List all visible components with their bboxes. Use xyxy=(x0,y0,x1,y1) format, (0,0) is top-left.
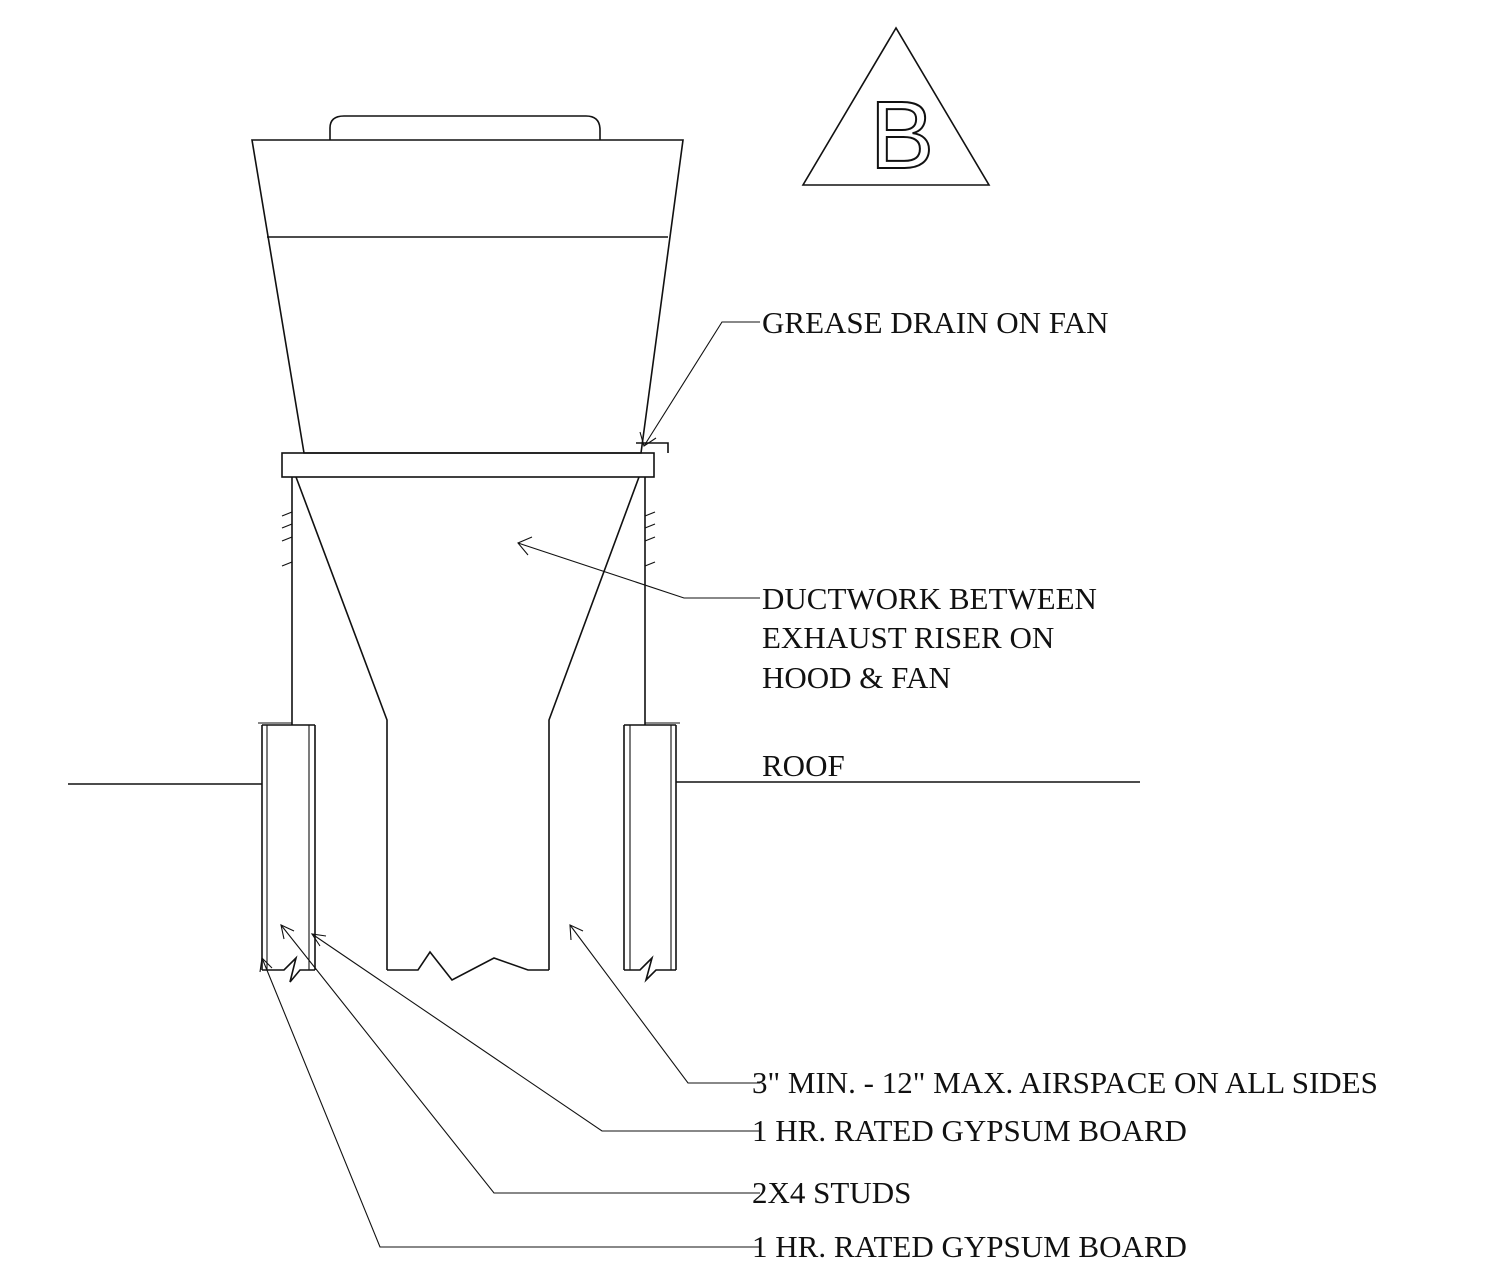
leader-airspace xyxy=(569,924,760,1084)
leader-studs xyxy=(280,924,760,1194)
duct-break-line xyxy=(387,950,549,982)
duct-transition-right xyxy=(548,476,640,970)
exhaust-duct xyxy=(295,476,640,982)
label-ductwork-line2: EXHAUST RISER ON xyxy=(762,620,1054,655)
label-gypsum-inner: 1 HR. RATED GYPSUM BOARD xyxy=(752,1113,1187,1148)
label-airspace: 3" MIN. - 12" MAX. AIRSPACE ON ALL SIDES xyxy=(752,1065,1378,1100)
curb-left-break-marks xyxy=(281,511,293,567)
duct-transition-left xyxy=(295,476,388,970)
label-studs: 2X4 STUDS xyxy=(752,1175,911,1210)
leader-gypsum-inner xyxy=(310,933,760,1132)
roof-line xyxy=(68,781,1140,785)
right-wall-break xyxy=(624,955,676,983)
curb-right-break-marks xyxy=(644,511,656,567)
detail-tag: B xyxy=(801,26,991,190)
right-shaft-wall xyxy=(623,724,677,983)
leader-grease-drain xyxy=(639,321,760,447)
left-wall-break xyxy=(262,955,315,983)
grease-drain-spout xyxy=(636,442,669,453)
fan-housing xyxy=(251,139,684,454)
detail-tag-letter: B xyxy=(870,82,934,189)
label-roof: ROOF xyxy=(762,748,845,783)
left-shaft-wall xyxy=(261,724,316,983)
fan-cap xyxy=(329,115,601,140)
leader-ductwork xyxy=(517,536,760,599)
label-ductwork-line1: DUCTWORK BETWEEN xyxy=(762,581,1097,616)
label-ductwork-line3: HOOD & FAN xyxy=(762,660,951,695)
label-gypsum-outer: 1 HR. RATED GYPSUM BOARD xyxy=(752,1229,1187,1264)
leader-gypsum-outer xyxy=(259,956,760,1248)
detail-tag-triangle xyxy=(801,26,991,186)
exhaust-fan xyxy=(251,115,684,478)
roof-curb xyxy=(258,477,680,725)
label-grease-drain: GREASE DRAIN ON FAN xyxy=(762,305,1108,340)
fan-base-curb-plate xyxy=(281,452,655,478)
